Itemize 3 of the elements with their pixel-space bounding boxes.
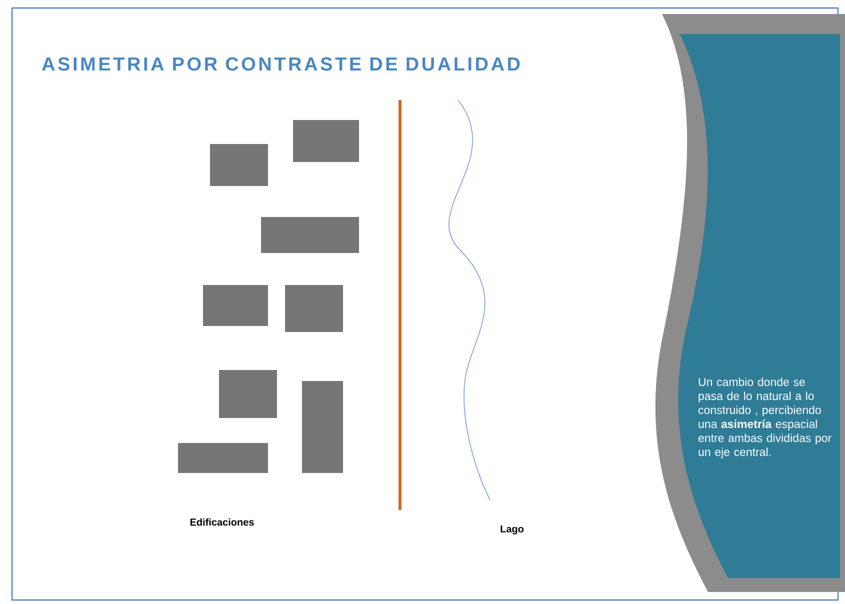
caption-label: Edificaciones <box>190 518 254 526</box>
caption-label: Lago <box>500 526 524 534</box>
title: ASIMETRIA POR CONTRASTE DE DUALIDAD <box>42 57 520 71</box>
